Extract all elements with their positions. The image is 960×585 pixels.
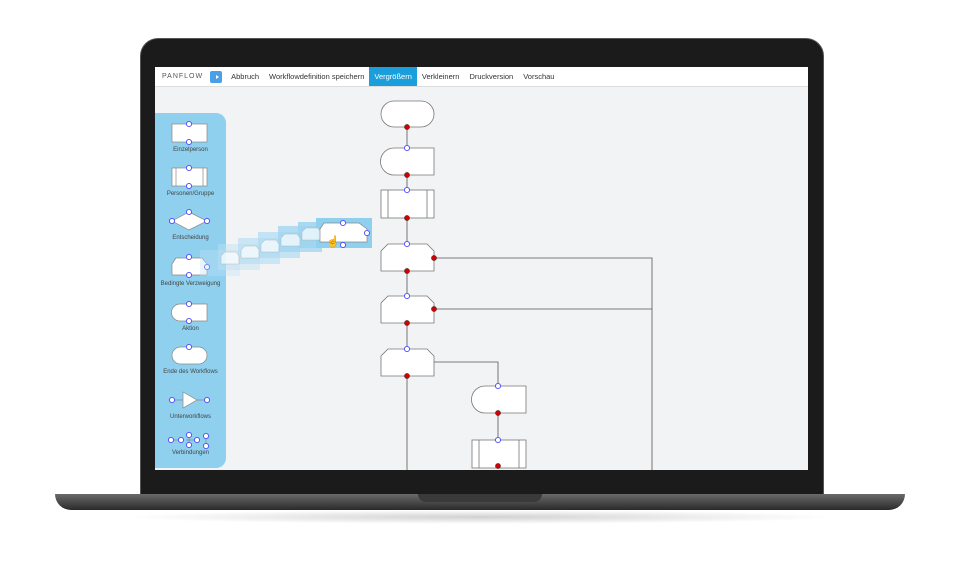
connections-icon (171, 435, 207, 446)
laptop-shadow (120, 510, 840, 524)
save-workflow-button[interactable]: Workflowdefinition speichern (269, 72, 365, 81)
brand-logo-text: PANFLOW (162, 73, 204, 80)
palette-label-single-person[interactable]: Einzelperson (173, 147, 208, 153)
laptop-notch (418, 494, 542, 502)
palette-icons[interactable] (171, 123, 208, 446)
conditional-node[interactable] (380, 348, 435, 377)
subworkflow-icon (172, 391, 207, 409)
palette-label-decision[interactable]: Entscheidung (172, 235, 209, 241)
palette-label-subworkflows[interactable]: Unterworkflows (169, 414, 211, 420)
zoom-out-button[interactable]: Verkleinern (421, 72, 460, 81)
zoom-in-button[interactable]: Vergrößern (369, 67, 417, 86)
palette-label-end[interactable]: Ende des Workflows (163, 369, 218, 375)
app-screen: PANFLOW Abbruch Workflowdefinition speic… (155, 67, 808, 470)
end-node[interactable] (380, 100, 435, 128)
preview-button[interactable]: Vorschau (523, 72, 555, 81)
print-version-button[interactable]: Druckversion (469, 72, 514, 81)
conditional-node[interactable] (380, 243, 435, 272)
play-icon[interactable] (210, 70, 223, 83)
palette-label-conditional-branch[interactable]: Bedingte Verzweigung (160, 281, 221, 287)
group-node[interactable] (380, 189, 435, 219)
connector-lines (406, 127, 653, 470)
action-node[interactable] (380, 147, 435, 176)
toolbar: PANFLOW Abbruch Workflowdefinition speic… (155, 67, 808, 87)
hand-cursor-icon: ☝ (326, 234, 340, 248)
shape-palette: Einzelperson Personen/Gruppe Entscheidun… (155, 113, 226, 468)
workflow-canvas[interactable]: ☝ (155, 67, 808, 470)
group-icon (171, 167, 208, 187)
palette-label-action[interactable]: Aktion (182, 326, 199, 332)
palette-label-group[interactable]: Personen/Gruppe (166, 191, 215, 197)
laptop-base (55, 494, 905, 510)
drag-preview-trail (200, 218, 372, 276)
conditional-node[interactable] (380, 295, 435, 324)
palette-label-connections[interactable]: Verbindungen (171, 450, 210, 456)
action-node[interactable] (471, 385, 527, 414)
cancel-button[interactable]: Abbruch (231, 72, 260, 81)
